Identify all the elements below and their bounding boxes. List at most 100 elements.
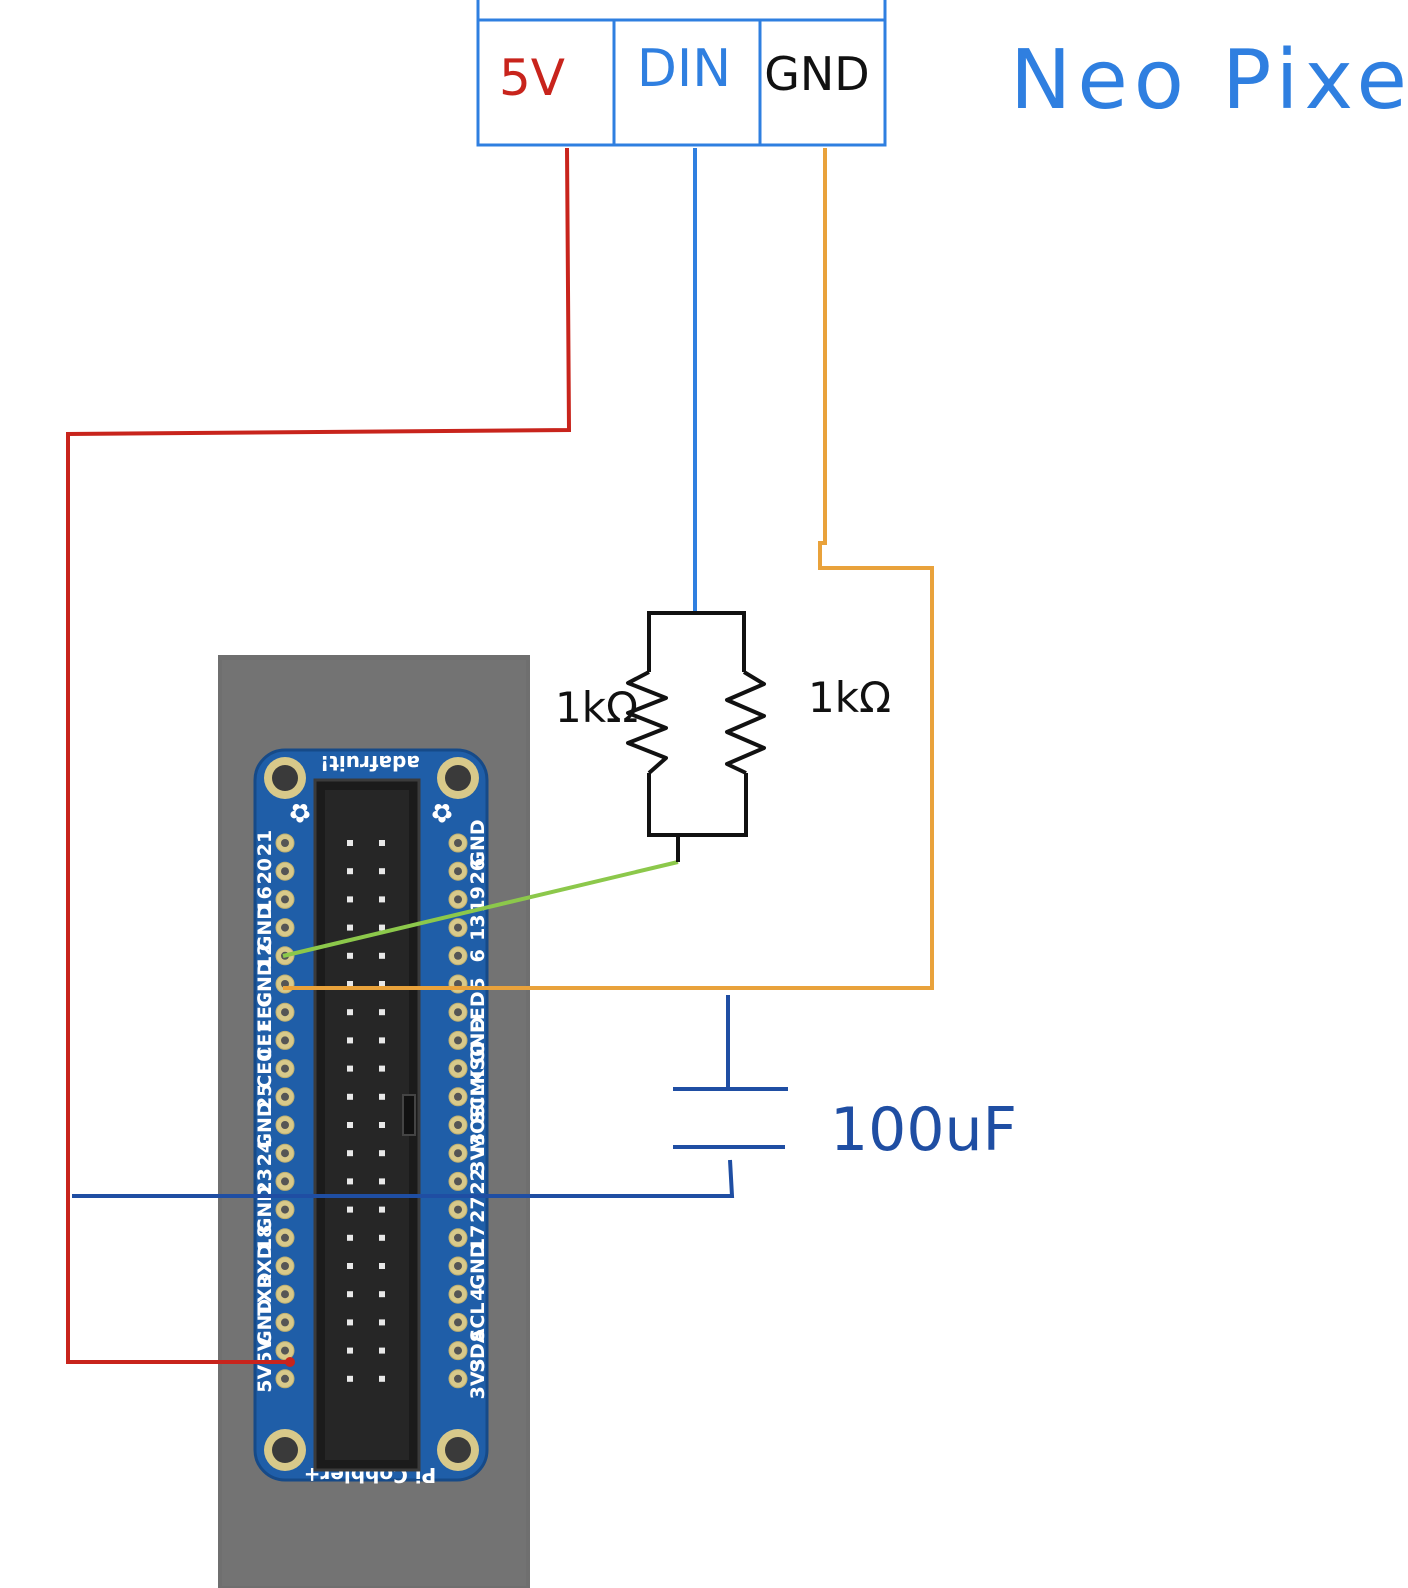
pin-hole bbox=[281, 1121, 289, 1129]
resistor-right bbox=[725, 670, 766, 775]
pin-label: 21 bbox=[254, 830, 276, 856]
pin-label: 19 bbox=[467, 886, 489, 912]
pin-label: SDA bbox=[467, 1328, 489, 1372]
pin-hole bbox=[281, 1346, 289, 1355]
pin-hole bbox=[281, 867, 289, 876]
gpio12-wire bbox=[282, 860, 679, 958]
connector-pin bbox=[347, 840, 353, 846]
pin-hole bbox=[454, 923, 462, 932]
pin-hole bbox=[281, 1149, 289, 1158]
pin-hole bbox=[281, 1036, 289, 1045]
connector-pin bbox=[379, 896, 385, 903]
capacitor-symbol bbox=[72, 995, 788, 1198]
pin-hole bbox=[454, 1374, 462, 1383]
pin-label: 3V3 bbox=[467, 1133, 489, 1174]
pin-hole bbox=[281, 1374, 289, 1383]
pi-cobbler-board: ✿ ✿ adafruit! Pi Cobbler+ 212016GND12GND… bbox=[253, 748, 489, 1487]
connector-pin bbox=[379, 1206, 385, 1213]
pin-hole bbox=[454, 839, 462, 847]
connector-pin bbox=[347, 1009, 353, 1016]
connector-pin bbox=[379, 1234, 385, 1241]
pin-hole bbox=[281, 1318, 289, 1327]
pin-hole bbox=[281, 1177, 289, 1186]
connector-pin bbox=[347, 1234, 353, 1241]
pin-hole bbox=[281, 839, 289, 847]
resistor-network bbox=[626, 611, 766, 862]
pin-label: 22 bbox=[467, 1168, 489, 1194]
pin-label: 4 bbox=[467, 1288, 489, 1301]
connector-pin bbox=[347, 924, 353, 931]
pin-label: 20 bbox=[254, 858, 276, 884]
pin-hole bbox=[454, 1092, 462, 1101]
connector-pin bbox=[347, 868, 353, 875]
pin-hole bbox=[454, 1346, 462, 1355]
connector-pin bbox=[379, 1093, 385, 1100]
pin-label: GND bbox=[254, 1101, 276, 1148]
neopixels-title: Neo Pixels bbox=[1010, 33, 1408, 128]
connector-pin bbox=[347, 896, 353, 903]
adafruit-star-icon: ✿ bbox=[289, 797, 311, 827]
pin-label: 16 bbox=[254, 886, 276, 912]
pin-hole bbox=[281, 1233, 289, 1242]
pin-label: RXD bbox=[254, 1243, 276, 1288]
connector-pin bbox=[379, 981, 385, 987]
connector-pin bbox=[379, 1122, 385, 1128]
pin-label: 3V3 bbox=[467, 1358, 489, 1399]
pin-label: EED bbox=[467, 991, 489, 1033]
pin-label: GND bbox=[467, 1242, 489, 1289]
pin-hole bbox=[454, 895, 462, 904]
pin-label: GND bbox=[467, 819, 489, 866]
resistor-left-label: 1kΩ bbox=[555, 683, 638, 732]
pin-hole bbox=[454, 1036, 462, 1045]
connector-pin bbox=[347, 1291, 353, 1298]
pin-hole bbox=[454, 1205, 462, 1214]
pin-label: 25 bbox=[254, 1084, 276, 1110]
pin-hole bbox=[454, 867, 462, 876]
connector-pin bbox=[379, 1150, 385, 1157]
mounting-hole bbox=[437, 1429, 479, 1471]
connector-pin bbox=[379, 1291, 385, 1298]
connector-pin bbox=[379, 924, 385, 931]
pin-hole bbox=[454, 951, 462, 960]
pin-hole bbox=[454, 1233, 462, 1242]
connector-pin bbox=[379, 1178, 385, 1185]
pin-label: 12 bbox=[254, 943, 276, 969]
connector-pin bbox=[347, 1263, 353, 1269]
pin-label: 5V bbox=[254, 1336, 276, 1364]
pin-label: EEC bbox=[254, 992, 276, 1032]
mounting-hole bbox=[264, 757, 306, 799]
pin-hole bbox=[281, 1064, 289, 1073]
pin-hole bbox=[454, 1121, 462, 1129]
pin-label: MOSI bbox=[467, 1097, 489, 1153]
connector-pin bbox=[347, 1150, 353, 1157]
connector-pin bbox=[379, 1037, 385, 1044]
ribbon-connector bbox=[313, 778, 421, 1472]
pin-label: GND bbox=[254, 904, 276, 951]
connector-pin bbox=[379, 1065, 385, 1072]
connector-pin bbox=[347, 1065, 353, 1072]
pin-label: 13 bbox=[467, 914, 489, 940]
mounting-hole bbox=[437, 757, 479, 799]
ground-wire bbox=[283, 148, 934, 990]
capacitor-label: 100uF bbox=[830, 1095, 1017, 1165]
pin-hole bbox=[454, 1008, 462, 1017]
connector-pin bbox=[379, 868, 385, 875]
connector-pin bbox=[347, 1037, 353, 1044]
pin-hole bbox=[454, 1290, 462, 1299]
pin-hole bbox=[454, 1318, 462, 1327]
connector-pin bbox=[347, 1122, 353, 1128]
connector-pin bbox=[379, 1375, 385, 1382]
neopixel-pin-gnd: GND bbox=[764, 47, 869, 101]
connector-pin bbox=[379, 1347, 385, 1354]
connector-pin bbox=[379, 1263, 385, 1269]
connector-pin bbox=[379, 952, 385, 959]
connector-pin bbox=[347, 981, 353, 987]
pin-hole bbox=[281, 1008, 289, 1017]
pin-label: MISO bbox=[467, 1041, 489, 1097]
neopixel-connector: 5V DIN GND bbox=[476, 0, 887, 147]
mounting-hole bbox=[264, 1429, 306, 1471]
pin-label: SCL bbox=[467, 1303, 489, 1343]
connector-pin bbox=[347, 1093, 353, 1100]
pin-hole bbox=[281, 1262, 289, 1270]
